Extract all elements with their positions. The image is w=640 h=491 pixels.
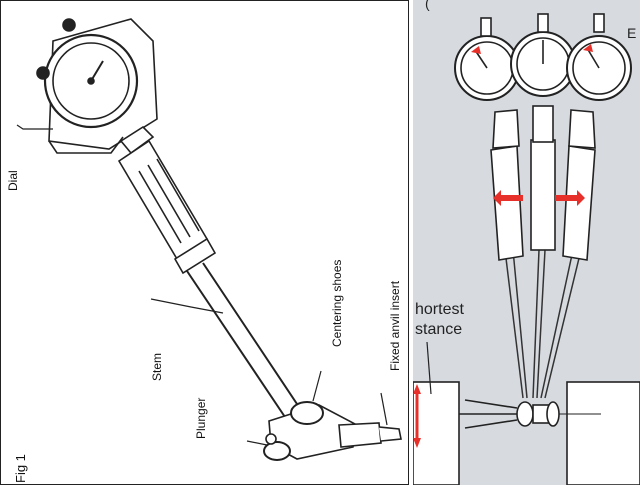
plunger-label: Plunger <box>194 398 208 439</box>
rocking-gauge-diagram: ( E <box>413 0 640 485</box>
dial-label: Dial <box>6 170 20 191</box>
stem-tube-edge-1 <box>186 270 290 424</box>
anvil-insert-tip <box>378 426 402 442</box>
centering-shoe <box>290 401 324 425</box>
dial-knob-left <box>36 66 50 80</box>
dial-neck <box>119 125 155 155</box>
grip-groove-2 <box>147 164 191 238</box>
bore-gauge-diagram: Fig 1 Dial Stem Plunger Centering shoes … <box>6 18 402 483</box>
anvil-leader <box>380 392 388 426</box>
stem-label: Stem <box>150 353 164 381</box>
corner-mark: ( <box>425 0 430 11</box>
gauge-stems <box>504 249 582 399</box>
anvil-insert-body <box>338 422 382 448</box>
bore-distance-arrow <box>413 384 421 448</box>
rocking-gauge-figure-panel: ( E <box>413 0 640 485</box>
shortest-distance-line2: stance <box>415 321 462 338</box>
top-right-letter: E <box>627 25 636 41</box>
handle-grip <box>117 139 209 261</box>
dial-red-marks <box>471 44 593 54</box>
dial-knob-top <box>62 18 76 32</box>
leader-lines <box>16 124 388 446</box>
fig-label: Fig 1 <box>13 454 28 483</box>
workpiece-left-block <box>413 381 460 485</box>
shortest-distance-line1: hortest <box>415 301 464 318</box>
plunger-end <box>263 441 291 461</box>
dial-needle <box>90 60 104 82</box>
rocking-arrows <box>493 190 585 206</box>
plunger-tip <box>265 433 277 445</box>
fixed-anvil-insert-label: Fixed anvil insert <box>388 280 402 371</box>
workpiece-right-block <box>566 381 640 485</box>
right-rocking-arrow <box>555 190 585 206</box>
stem-leader <box>150 298 224 314</box>
dial-leader <box>16 124 53 130</box>
plunger-leader <box>246 440 268 446</box>
stem-tube-edge-2 <box>202 262 304 414</box>
dial-bracket <box>48 136 124 154</box>
gauge-center <box>510 13 576 251</box>
grip-groove-3 <box>156 158 200 232</box>
centering-shoes-label: Centering shoes <box>330 260 344 347</box>
handle-collar <box>173 237 217 275</box>
bore-gauge-drawing <box>36 18 402 461</box>
left-rocking-arrow <box>493 190 523 206</box>
grip-groove-1 <box>138 170 182 244</box>
measuring-head-right <box>459 399 560 429</box>
shortest-distance-leader <box>426 341 432 395</box>
centering-shoes-leader <box>312 370 322 402</box>
bore-gauge-figure-panel: Fig 1 Dial Stem Plunger Centering shoes … <box>0 0 409 485</box>
gauge-right <box>562 13 632 261</box>
